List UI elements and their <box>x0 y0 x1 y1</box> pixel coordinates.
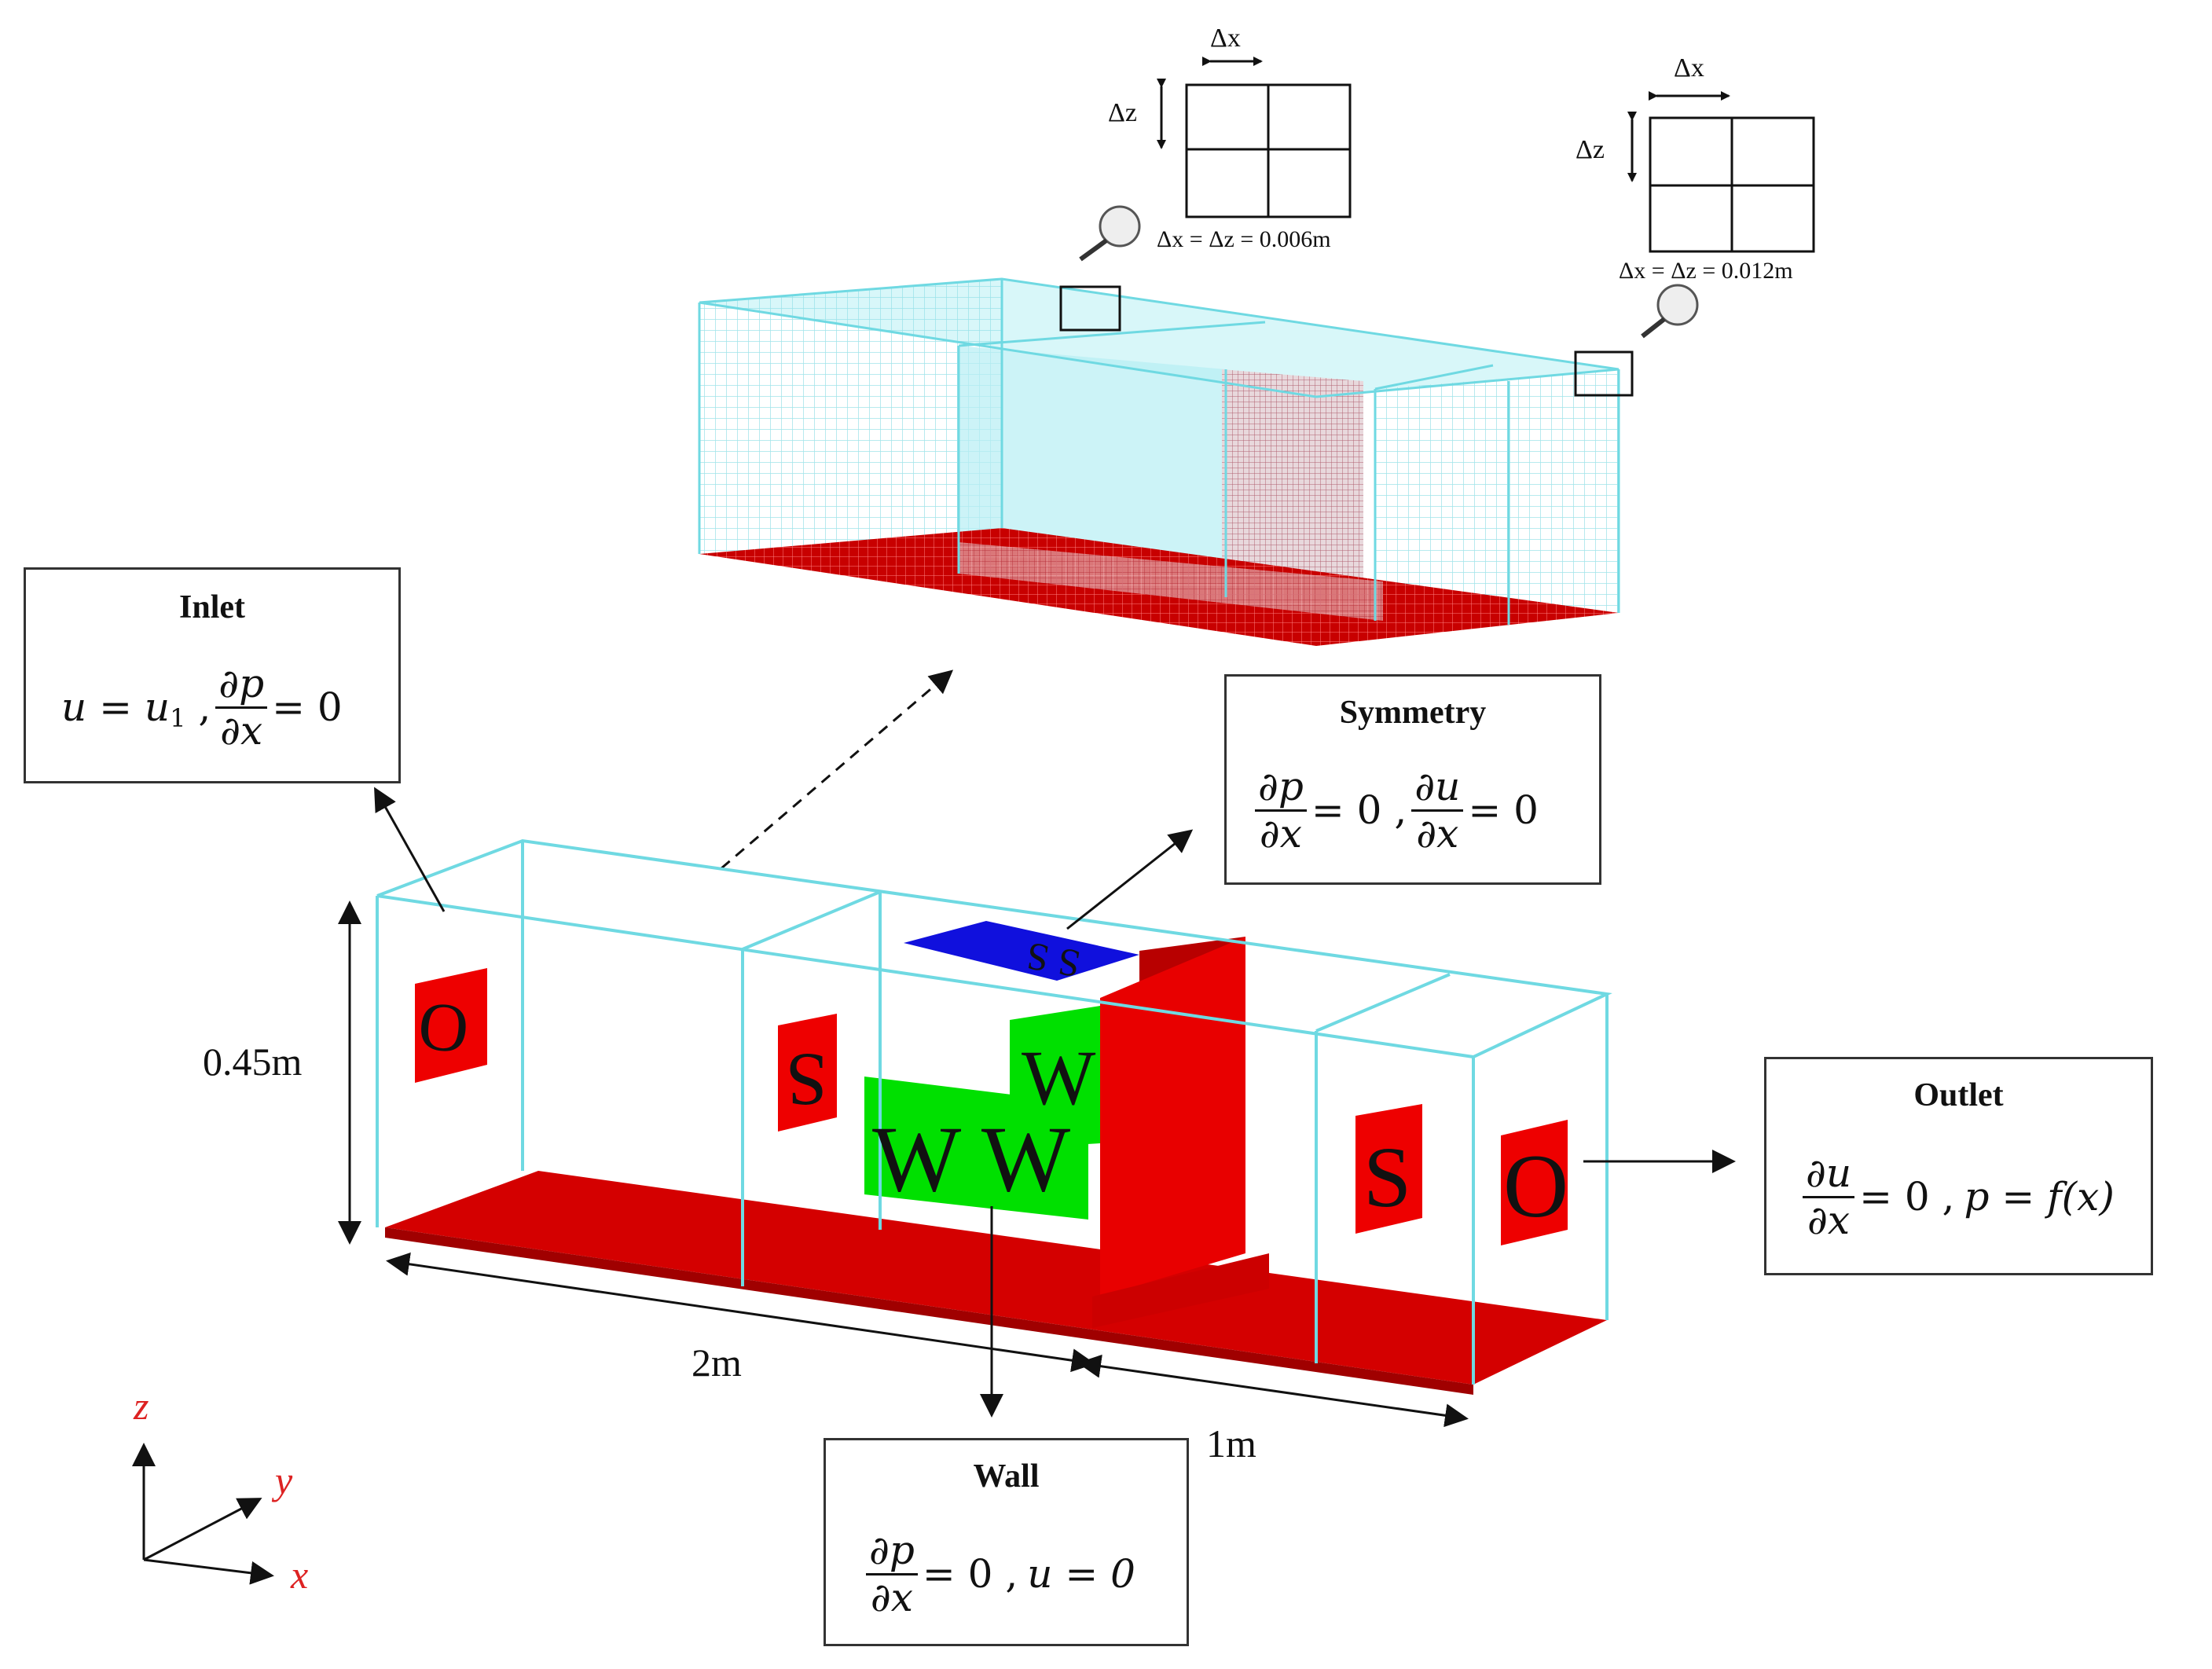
side-patch-right <box>1355 1104 1422 1234</box>
symmetry-patch <box>904 921 1139 981</box>
symmetry-frac1-den: ∂x <box>1259 810 1302 857</box>
symmetry-fraction-2: ∂u∂x <box>1411 766 1464 857</box>
zoom-box-coarse <box>1574 350 1634 397</box>
length-downstream-arrow <box>1077 1354 1469 1428</box>
side-left-letter: S <box>786 1038 827 1122</box>
symmetry-leader <box>1066 829 1194 930</box>
mesh-front-face <box>699 279 1002 585</box>
length-downstream-label: 1m <box>1206 1421 1256 1465</box>
symmetry-frac2-num: ∂u <box>1411 766 1464 812</box>
inlet-leader <box>374 787 446 912</box>
mesh-floor-mid <box>959 542 1383 621</box>
symmetry-fraction-1: ∂p∂x <box>1255 766 1307 854</box>
outlet-frac-num: ∂u <box>1803 1153 1855 1198</box>
z-axis-label: z <box>134 1384 149 1428</box>
wall-small-letter: W <box>1022 1034 1096 1121</box>
zoom-markers <box>1059 205 1699 397</box>
wall-patch-large <box>864 1077 1088 1220</box>
length-upstream-label: 2m <box>691 1341 742 1385</box>
outlet-condition-box: Outlet ∂u∂x = 0 , p = f(x) <box>1764 1057 2153 1275</box>
side-right-letter: S <box>1363 1129 1411 1225</box>
outlet-letter: O <box>1503 1136 1568 1236</box>
outlet-title: Outlet <box>1913 1077 2004 1113</box>
mesh-wireframe <box>698 277 1620 625</box>
wall-big-letters: W W <box>872 1106 1071 1211</box>
y-axis-label: y <box>275 1458 293 1502</box>
length-upstream-arrow <box>386 1252 1095 1373</box>
outlet-frac-den: ∂x <box>1807 1197 1851 1243</box>
inlet-rhs: u <box>144 684 171 730</box>
magnifier-icon <box>1079 205 1141 262</box>
symmetry-title: Symmetry <box>1339 695 1487 731</box>
inset-coarse-dz-label: Δz <box>1576 135 1605 164</box>
mesh-dense-plate <box>1222 369 1363 621</box>
inlet-tail: = 0 <box>272 684 343 730</box>
symmetry-mid: = 0 , <box>1311 787 1407 833</box>
inlet-subscript: 1 <box>170 703 186 733</box>
inset-fine-dx-label: Δx <box>1210 24 1241 53</box>
x-axis <box>143 1558 274 1585</box>
wall-frac-num: ∂p <box>866 1530 918 1575</box>
inlet-letter: O <box>415 988 471 1068</box>
inset-coarse-caption: Δx = Δz = 0.012m <box>1619 258 1793 284</box>
magnifier-icon <box>1641 284 1699 339</box>
inlet-frac-den: ∂x <box>220 707 263 754</box>
mesh-link-arrow <box>721 669 954 870</box>
mesh-inset-fine <box>1157 57 1352 218</box>
outlet-equation: ∂u∂x = 0 , p = f(x) <box>1798 1142 2115 1252</box>
outlet-patch <box>1501 1120 1568 1245</box>
wall-fraction: ∂p∂x <box>866 1530 918 1618</box>
coordinate-axes <box>132 1443 274 1585</box>
wall-frac-den: ∂x <box>870 1574 913 1620</box>
plate-front <box>1100 937 1245 1297</box>
x-axis-label: x <box>291 1553 309 1597</box>
inlet-comma: , <box>185 684 211 730</box>
zoom-box-fine <box>1059 285 1121 332</box>
wall-title: Wall <box>973 1458 1040 1495</box>
outlet-fraction: ∂u∂x <box>1803 1153 1855 1243</box>
y-axis <box>143 1498 262 1561</box>
mesh-domain <box>698 277 1620 646</box>
outlet-rhs: p = f(x) <box>1964 1174 2115 1220</box>
mesh-right-face <box>1375 369 1619 621</box>
side-patch-left <box>778 1014 837 1132</box>
plate-base <box>1092 1253 1269 1328</box>
inlet-frac-num: ∂p <box>215 663 268 709</box>
inlet-equals: = <box>86 684 145 730</box>
inlet-lhs: u <box>61 684 87 730</box>
symmetry-frac2-den: ∂x <box>1416 810 1459 857</box>
inset-coarse-dx-label: Δx <box>1674 53 1704 83</box>
wall-equation: ∂p∂x = 0 , u = 0 <box>861 1519 1135 1629</box>
mesh-inset-coarse <box>1627 91 1815 253</box>
flume-wireframe <box>376 838 1612 1385</box>
wall-condition-box: Wall ∂p∂x = 0 , u = 0 <box>824 1438 1189 1646</box>
symmetry-tail: = 0 <box>1468 787 1539 833</box>
height-label: 0.45m <box>203 1040 303 1084</box>
symmetry-equation: ∂p∂x = 0 , ∂u∂x = 0 <box>1250 755 1539 865</box>
wall-mid: = 0 , <box>922 1551 1018 1597</box>
inlet-patch <box>415 968 487 1083</box>
wall-rhs: u = 0 <box>1027 1551 1135 1597</box>
inset-fine-dz-label: Δz <box>1108 98 1137 127</box>
symmetry-letters: S S <box>1023 934 1084 987</box>
inlet-title: Inlet <box>179 589 245 625</box>
outlet-mid: = 0 , <box>1859 1174 1955 1220</box>
inlet-fraction: ∂p∂x <box>215 663 268 754</box>
inset-fine-caption: Δx = Δz = 0.006m <box>1157 226 1331 252</box>
symmetry-frac1-num: ∂p <box>1255 766 1307 812</box>
symmetry-condition-box: Symmetry ∂p∂x = 0 , ∂u∂x = 0 <box>1224 674 1601 885</box>
